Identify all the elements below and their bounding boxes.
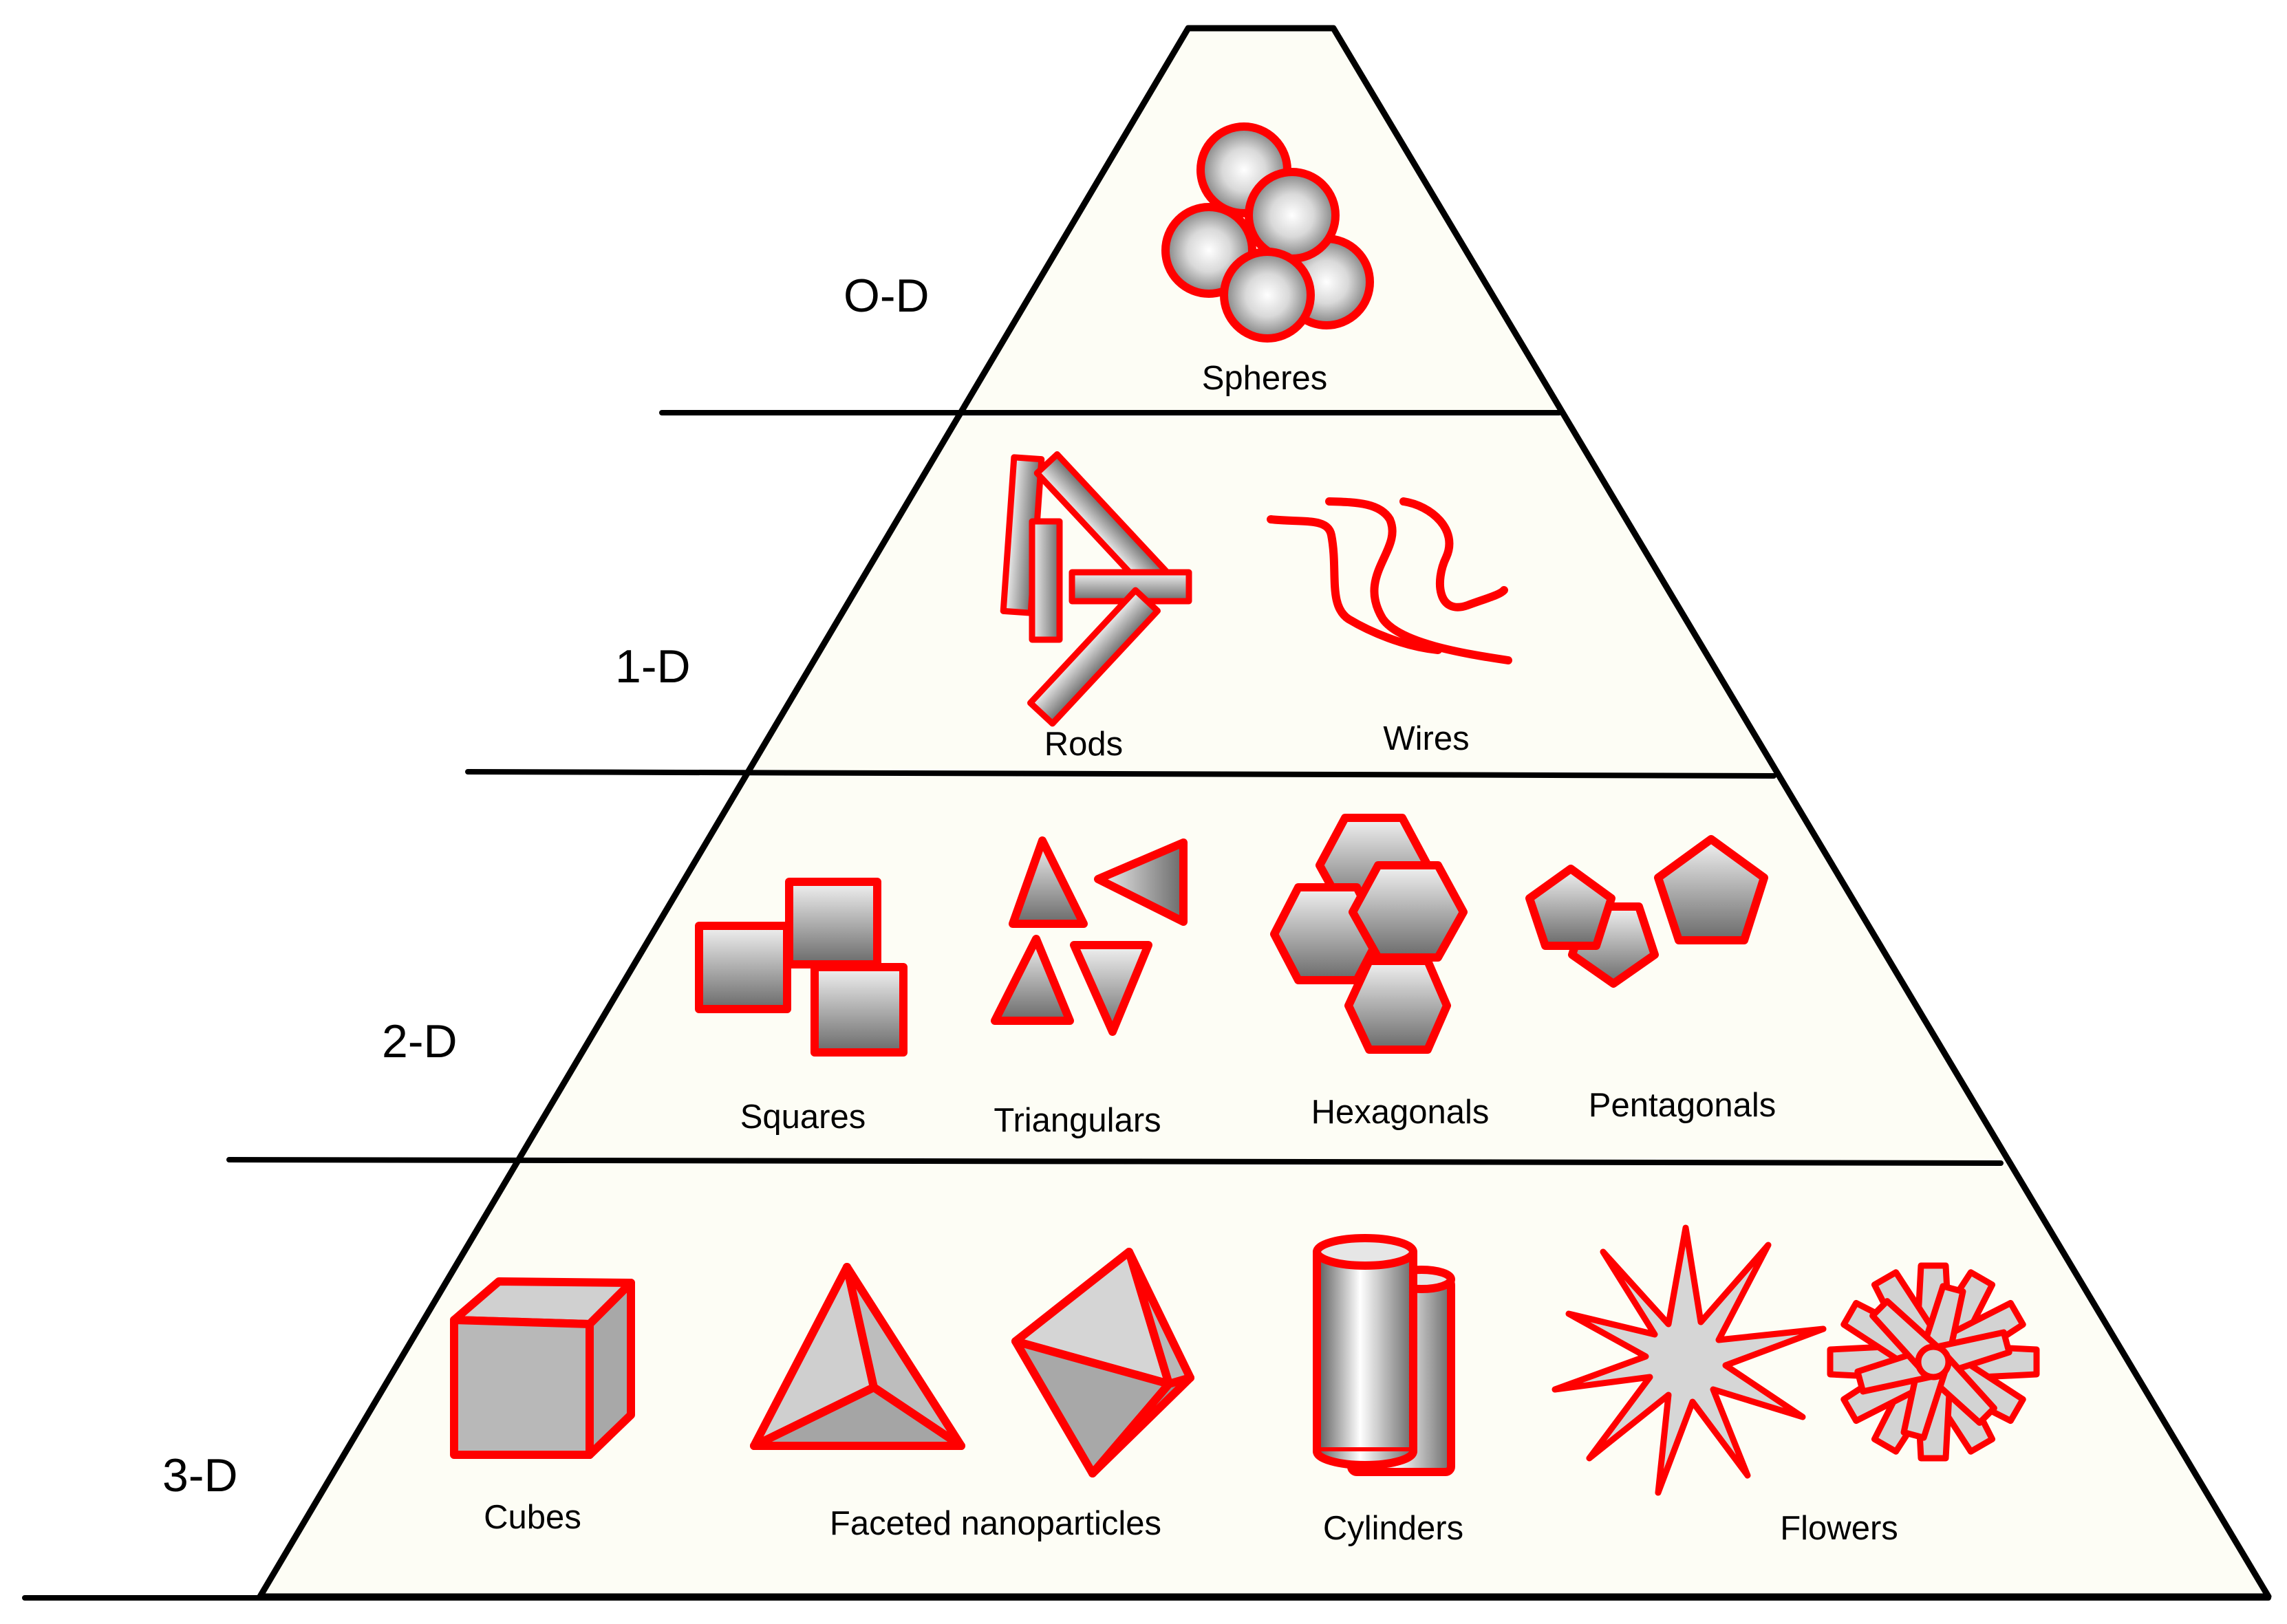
tetrahedron-illustration xyxy=(750,1263,965,1450)
pentagonals-illustration xyxy=(1525,835,1768,988)
label-wires: Wires xyxy=(1383,720,1469,757)
flower-petal-illustration xyxy=(1827,1262,2040,1462)
label-flowers: Flowers xyxy=(1780,1510,1898,1547)
flower-star-illustration xyxy=(1551,1224,1827,1496)
divider-1d-2d xyxy=(465,769,1776,779)
squares-illustration xyxy=(695,878,908,1057)
tier-label-3d: 3-D xyxy=(162,1449,238,1502)
label-squares: Squares xyxy=(740,1098,866,1136)
label-faceted-nanoparticles: Faceted nanoparticles xyxy=(830,1505,1161,1542)
divider-2d-3d xyxy=(226,1157,2004,1166)
tier-label-0d: O-D xyxy=(844,270,930,322)
label-cubes: Cubes xyxy=(484,1499,581,1536)
rods-illustration xyxy=(1000,451,1192,727)
tier-label-1d: 1-D xyxy=(615,640,691,693)
label-hexagonals: Hexagonals xyxy=(1311,1094,1490,1131)
hexagonals-illustration xyxy=(1270,814,1468,1054)
octahedron-illustration xyxy=(1011,1248,1194,1477)
label-cylinders: Cylinders xyxy=(1323,1510,1463,1547)
wires-illustration xyxy=(1267,497,1512,664)
triangulars-illustration xyxy=(991,836,1188,1036)
label-spheres: Spheres xyxy=(1202,360,1328,397)
spheres-illustration xyxy=(1161,122,1374,343)
label-rods: Rods xyxy=(1044,726,1123,763)
tier-label-2d: 2-D xyxy=(382,1015,458,1068)
cylinders-illustration xyxy=(1313,1234,1455,1476)
label-pentagonals: Pentagonals xyxy=(1589,1087,1776,1124)
label-triangulars: Triangulars xyxy=(994,1102,1161,1139)
cubes-illustration xyxy=(450,1277,635,1459)
